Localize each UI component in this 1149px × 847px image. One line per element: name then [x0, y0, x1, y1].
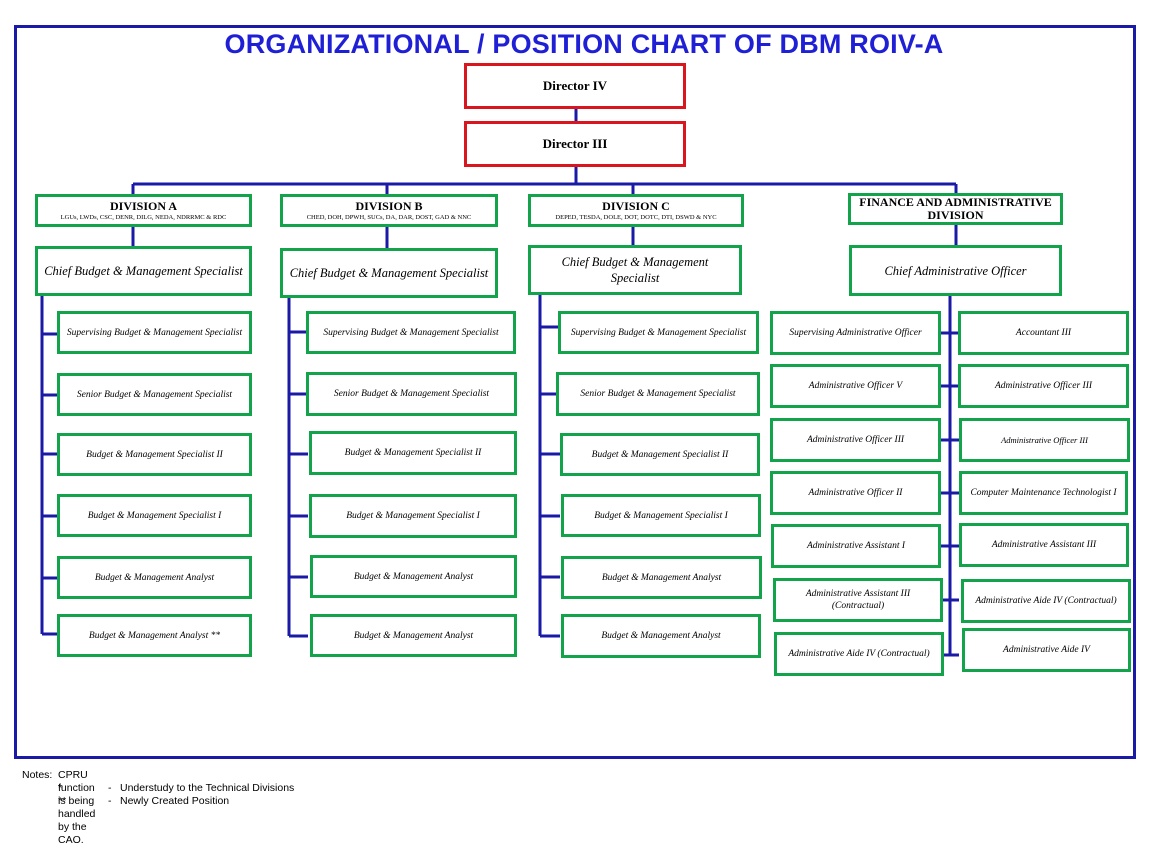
connector-lines	[40, 109, 959, 657]
division-b-agencies: CHED, DOH, DPWH, SUCs, DA, DAR, DOST, GA…	[306, 213, 472, 221]
division-b-position-label: Budget & Management Specialist II	[344, 448, 482, 458]
finance-admin-right-position-box: Computer Maintenance Technologist I	[959, 471, 1128, 515]
finance-admin-right-position-box: Administrative Officer III	[958, 364, 1129, 408]
division-c-position-label: Budget & Management Specialist II	[591, 449, 729, 460]
division-b-position-label: Budget & Management Specialist I	[346, 511, 480, 521]
division-a-header: DIVISION A LGUs, LWDs, CSC, DENR, DILG, …	[35, 194, 252, 227]
division-a-position-box: Senior Budget & Management Specialist	[57, 373, 252, 416]
division-a-chief-box: Chief Budget & Management Specialist	[35, 246, 252, 296]
page-title: ORGANIZATIONAL / POSITION CHART OF DBM R…	[224, 29, 944, 59]
finance-admin-left-position-box: Administrative Officer V	[770, 364, 941, 408]
division-c-position-box: Budget & Management Specialist I	[561, 494, 761, 537]
division-c-position-label: Supervising Budget & Management Speciali…	[570, 327, 747, 338]
finance-admin-right-position-label: Administrative Officer III	[1001, 435, 1088, 445]
finance-admin-right-position-box: Accountant III	[958, 311, 1129, 355]
division-a-name: DIVISION A	[109, 198, 178, 213]
director-iii-label: Director III	[542, 136, 608, 151]
finance-admin-left-position-box: Administrative Officer III	[770, 418, 941, 462]
division-b-chief-label: Chief Budget & Management Specialist	[289, 266, 489, 280]
division-a-chief-label: Chief Budget & Management Specialist	[44, 264, 243, 278]
director-iv-box: Director IV	[464, 63, 686, 109]
note-dash: -	[108, 782, 112, 794]
division-b-name: DIVISION B	[355, 198, 423, 213]
division-a-position-box: Budget & Management Specialist II	[57, 433, 252, 476]
finance-admin-right-position-label: Administrative Aide IV (Contractual)	[975, 596, 1117, 606]
director-iii-box: Director III	[464, 121, 686, 167]
notes-label: Notes:	[22, 769, 53, 781]
division-c-agencies: DEPED, TESDA, DOLE, DOT, DOTC, DTI, DSWD…	[555, 213, 717, 221]
finance-admin-division-name: FINANCE AND ADMINISTRATIVE DIVISION	[859, 195, 1052, 222]
finance-admin-left-position-box: Administrative Aide IV (Contractual)	[774, 632, 944, 676]
finance-admin-left-position-box: Supervising Administrative Officer	[770, 311, 941, 355]
finance-admin-left-position-label: Administrative Assistant I	[807, 541, 905, 551]
division-a-position-label: Budget & Management Specialist II	[86, 449, 223, 460]
finance-admin-left-position-label: Administrative Aide IV (Contractual)	[788, 649, 930, 659]
division-c-name: DIVISION C	[602, 198, 670, 213]
finance-admin-right-position-box: Administrative Officer III	[959, 418, 1130, 462]
finance-admin-right-position-box: Administrative Aide IV (Contractual)	[961, 579, 1131, 623]
division-b-position-box: Budget & Management Analyst	[310, 555, 517, 598]
division-a-position-box: Budget & Management Analyst **	[57, 614, 252, 657]
division-b-position-label: Supervising Budget & Management Speciali…	[323, 327, 499, 338]
division-c-position-label: Budget & Management Analyst	[601, 572, 722, 583]
division-b-position-box: Senior Budget & Management Specialist	[306, 372, 517, 416]
division-b-position-box: Budget & Management Specialist I	[309, 494, 517, 538]
finance-admin-left-position-box: Administrative Assistant I	[771, 524, 941, 568]
division-c-position-label: Senior Budget & Management Specialist	[580, 389, 736, 399]
division-b-header: DIVISION B CHED, DOH, DPWH, SUCs, DA, DA…	[280, 194, 498, 227]
note-text: Understudy to the Technical Divisions	[120, 782, 295, 794]
division-a-position-label: Budget & Management Specialist I	[87, 510, 222, 521]
division-c-position-box: Supervising Budget & Management Speciali…	[558, 311, 759, 354]
note-text: Newly Created Position	[120, 795, 230, 807]
finance-admin-left-position-box: Administrative Assistant III (Contractua…	[773, 578, 943, 622]
division-c-position-box: Budget & Management Specialist II	[560, 433, 760, 476]
finance-admin-chief-label: Chief Administrative Officer	[884, 263, 1027, 278]
finance-admin-chief-box: Chief Administrative Officer	[849, 245, 1062, 296]
finance-admin-right-position-label: Computer Maintenance Technologist I	[970, 488, 1117, 498]
finance-admin-right-position-label: Administrative Assistant III	[991, 540, 1097, 550]
finance-admin-left-position-label: Administrative Officer V	[808, 381, 903, 391]
division-b-position-box: Budget & Management Analyst	[310, 614, 517, 657]
division-c-position-label: Budget & Management Specialist I	[594, 510, 728, 521]
division-b-position-box: Supervising Budget & Management Speciali…	[306, 311, 516, 354]
finance-admin-right-position-label: Administrative Aide IV	[1003, 645, 1090, 655]
finance-admin-left-position-box: Administrative Officer II	[770, 471, 941, 515]
division-c-position-box: Senior Budget & Management Specialist	[556, 372, 760, 416]
finance-admin-right-position-label: Accountant III	[1015, 328, 1072, 338]
division-c-header: DIVISION C DEPED, TESDA, DOLE, DOT, DOTC…	[528, 194, 744, 227]
division-c-chief-label: Chief Budget & Management Specialist	[561, 255, 709, 285]
division-b-position-label: Senior Budget & Management Specialist	[333, 389, 490, 399]
division-a-agencies: LGUs, LWDs, CSC, DENR, DILG, NEDA, NDRRM…	[60, 213, 227, 221]
division-a-position-label: Budget & Management Analyst	[94, 572, 215, 583]
finance-admin-division-header: FINANCE AND ADMINISTRATIVE DIVISION	[848, 193, 1063, 225]
finance-admin-right-position-box: Administrative Aide IV	[962, 628, 1131, 672]
division-c-position-box: Budget & Management Analyst	[561, 556, 762, 599]
finance-admin-left-position-label: Administrative Assistant III (Contractua…	[805, 589, 911, 611]
division-c-chief-box: Chief Budget & Management Specialist	[528, 245, 742, 295]
finance-admin-left-position-label: Administrative Officer II	[808, 488, 903, 498]
division-b-position-box: Budget & Management Specialist II	[309, 431, 517, 475]
finance-admin-left-position-label: Supervising Administrative Officer	[789, 328, 922, 338]
division-a-position-box: Budget & Management Analyst	[57, 556, 252, 599]
note-mark: **	[58, 795, 67, 807]
division-a-position-label: Supervising Budget & Management Speciali…	[66, 327, 243, 338]
division-c-position-box: Budget & Management Analyst	[561, 614, 761, 658]
division-c-position-label: Budget & Management Analyst	[601, 631, 721, 641]
division-b-position-label: Budget & Management Analyst	[353, 630, 474, 641]
note-mark: *	[58, 782, 63, 794]
notes-line-1: CPRU function is being handled by the CA…	[58, 769, 96, 846]
division-a-position-box: Budget & Management Specialist I	[57, 494, 252, 537]
finance-admin-left-position-label: Administrative Officer III	[806, 435, 905, 445]
division-b-chief-box: Chief Budget & Management Specialist	[280, 248, 498, 298]
division-a-position-label: Budget & Management Analyst **	[88, 630, 221, 641]
finance-admin-right-position-label: Administrative Officer III	[994, 381, 1093, 391]
director-iv-label: Director IV	[542, 78, 608, 93]
division-b-position-label: Budget & Management Analyst	[353, 571, 474, 582]
finance-admin-right-position-box: Administrative Assistant III	[959, 523, 1129, 567]
division-a-position-box: Supervising Budget & Management Speciali…	[57, 311, 252, 354]
note-dash: -	[108, 795, 112, 807]
division-a-position-label: Senior Budget & Management Specialist	[76, 389, 233, 400]
chart-frame	[14, 25, 1136, 759]
